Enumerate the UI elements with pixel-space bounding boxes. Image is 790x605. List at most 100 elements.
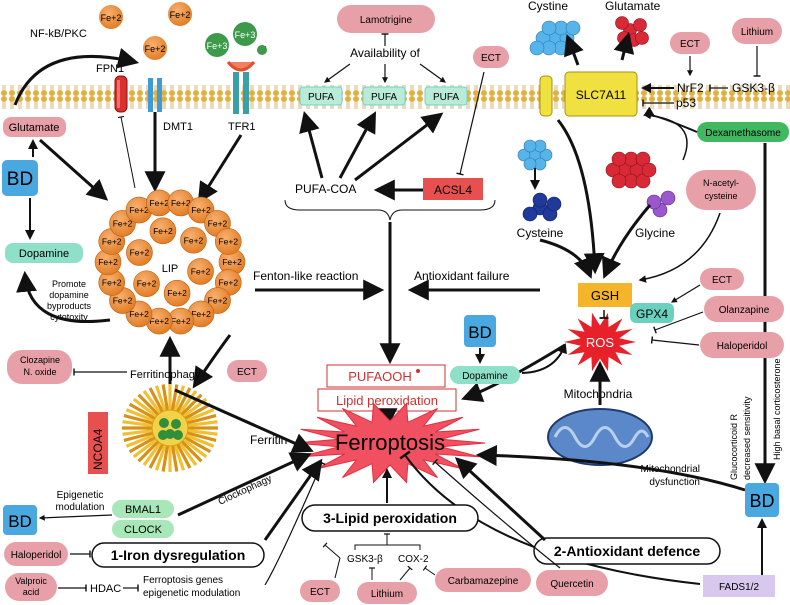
lip-fe2-label: Fe+2 <box>137 279 157 289</box>
ferritin-spike <box>137 438 161 463</box>
lip-fe2-label: Fe+2 <box>113 296 133 306</box>
ferritin-label: Ferritin <box>250 433 287 447</box>
ferritin-spike <box>142 390 163 416</box>
haloperidol-bottom-badge <box>4 542 68 566</box>
lip-fe2-label: Fe+2 <box>167 288 187 298</box>
ect-ferritin-badge <box>227 360 267 382</box>
lip-fe2-label: Fe+2 <box>208 218 228 228</box>
acsl4-label: ACSL4 <box>434 183 472 197</box>
glutamate-left-badge <box>3 117 66 137</box>
gsk3b-bottom: GSK3-β <box>347 554 383 565</box>
pufacoa-arrow-1 <box>299 110 324 179</box>
slc-to-gsh-arrow <box>556 119 605 275</box>
pufa-brace <box>284 199 496 221</box>
nfkb-label: NF-kB/PKC <box>30 28 87 40</box>
fe2-ext-1: Fe+2 <box>101 13 122 23</box>
bd-left: BD <box>7 169 33 190</box>
lithium-bottom-badge <box>357 582 417 604</box>
dopamine-to-ros-arrow <box>521 343 567 374</box>
ferritin-spike <box>128 402 158 421</box>
fe2-ext-3: Fe+2 <box>145 44 166 54</box>
molecule-sphere <box>539 148 553 162</box>
slc7a11-transporter <box>539 71 638 117</box>
ect-bottom: ECT <box>310 587 330 598</box>
ferritin-spike <box>154 442 168 471</box>
olanzapine-badge <box>704 296 784 322</box>
ferritin-spike <box>177 390 198 416</box>
dopamine-mid-badge <box>450 366 520 384</box>
bd-right-box <box>745 483 779 517</box>
lip-fe2-label: Fe+2 <box>113 218 133 228</box>
slc7a11-label: SLC7A11 <box>576 88 627 102</box>
lip-to-ferritin-arrow <box>192 334 232 389</box>
lip-fe2-sphere <box>133 270 160 298</box>
promote-line-3: byproducts <box>47 301 92 311</box>
ferritin-core <box>151 409 189 447</box>
ferritin-spike <box>175 387 192 415</box>
ferritin-spike <box>125 408 157 423</box>
nrf2-label: NrF2 <box>677 81 704 95</box>
ect-to-gpx4-arrow <box>670 284 701 303</box>
ncoa4-box <box>88 412 108 474</box>
lip-fe2-sphere <box>149 217 177 245</box>
fe3-ext-2: Fe+3 <box>235 30 256 40</box>
lip-iron-pool: Fe+2Fe+2Fe+2Fe+2Fe+2Fe+2Fe+2Fe+2Fe+2Fe+2… <box>94 189 246 335</box>
molecule-sphere <box>633 18 647 32</box>
p53-label: p53 <box>676 96 696 110</box>
cysteine-to-gsh-arrow <box>539 238 594 279</box>
ferro-genes-line-1: Ferroptosis genes <box>143 575 223 586</box>
hdac-label: HDAC <box>90 583 121 595</box>
molecule-sphere <box>546 196 562 212</box>
pufa-coa-label: PUFA-COA <box>295 182 356 196</box>
quercetin: Quercetin <box>550 579 593 590</box>
quercetin-inhibit <box>432 458 561 569</box>
lip-fe2-label: Fe+2 <box>153 226 173 236</box>
ferro-genes-line-2: epigenetic modulation <box>143 588 240 599</box>
molecule-sphere <box>641 162 657 178</box>
mito-dysfunction-line-2: dysfunction <box>649 477 700 488</box>
bd-right: BD <box>749 491 774 511</box>
ferritin-iron <box>171 419 181 429</box>
ferritin-iron <box>158 430 168 440</box>
ferritin-spike <box>183 433 215 448</box>
valproic-line-2: acid <box>23 587 40 597</box>
ferritin-spike <box>185 428 218 436</box>
lip-label: LIP <box>162 263 179 275</box>
lip-fe2-label: Fe+2 <box>149 316 169 326</box>
carbamazepine: Carbamazepine <box>448 576 519 587</box>
nfkb-arrow <box>13 47 140 106</box>
mitochondria-label: Mitochondria <box>564 387 633 401</box>
fpn1-transporter <box>114 75 128 113</box>
ferritin-spike <box>125 433 157 448</box>
cystine-in-arrow <box>563 34 584 66</box>
lip-fe2-label: Fe+2 <box>191 205 211 215</box>
glutamate-out-arrow <box>613 31 635 61</box>
clock-badge <box>112 520 174 538</box>
haloperidol-ros-inhibit <box>650 336 700 346</box>
lip-fe2-label: Fe+2 <box>129 309 149 319</box>
ferritin-spike <box>183 408 215 423</box>
lip-fe2-label: Fe+2 <box>218 236 238 246</box>
dexa-to-slc-arrow <box>643 106 698 133</box>
lipid-perox-pill-label: 3-Lipid peroxidation <box>323 510 457 526</box>
molecule-sphere <box>615 16 629 30</box>
glutamate-inside-molecule <box>605 151 657 189</box>
lip-fe2-label: Fe+2 <box>102 236 122 246</box>
cystine-inside-molecule <box>517 139 553 171</box>
molecule-sphere <box>565 20 581 36</box>
glutamate-molecule <box>615 16 649 47</box>
pufa-2: PUFA <box>371 92 397 103</box>
nac-to-slc-arrow <box>643 111 688 161</box>
bd-left-box <box>2 160 38 196</box>
lip-fe2-label: Fe+2 <box>191 309 211 319</box>
pufacoa-arrow-2 <box>338 111 376 179</box>
mito-dysfunction-line-1: Mitochondrial <box>641 464 700 475</box>
dopamine-left-badge <box>5 243 83 263</box>
mitochondria-shape <box>547 408 653 466</box>
ferritin-spike <box>128 435 158 454</box>
lip-fe2-sphere <box>180 226 207 254</box>
avail-arrow-3 <box>419 63 446 83</box>
antioxidant-failure-label: Antioxidant failure <box>414 269 510 283</box>
promote-line-1: Promote <box>52 279 86 289</box>
nac-line-2: cysteine <box>704 191 737 201</box>
